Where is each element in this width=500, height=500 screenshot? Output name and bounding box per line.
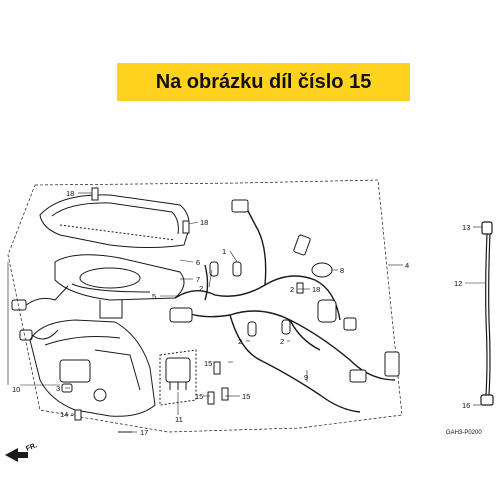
front-direction-label: FR. (25, 442, 38, 453)
assembly-frame (7, 179, 403, 433)
part-label-2-mid: 2 (238, 337, 242, 346)
meter-case (29, 319, 156, 417)
part-label-18-top: 18 (66, 189, 74, 198)
part-label-8: 8 (340, 266, 344, 275)
part-label-2-upper: 2 (290, 285, 294, 294)
part-label-17: 17 (140, 428, 148, 437)
part-label-2-left: 2 (199, 284, 203, 293)
part-label-16: 16 (462, 401, 470, 410)
bulb-socket-assembly (11, 285, 69, 341)
part-label-13: 13 (462, 223, 470, 232)
speedometer-cable (480, 221, 494, 406)
meter-panel (54, 254, 185, 319)
part-label-7: 7 (196, 275, 200, 284)
diagram-code: GAH3-P0200 (446, 430, 482, 436)
part-label-11: 11 (175, 415, 183, 424)
part-label-4: 4 (405, 261, 409, 270)
part-label-9: 9 (304, 373, 308, 382)
part-number-banner: Na obrázku díl číslo 15 (117, 63, 410, 101)
part-label-10: 10 (12, 385, 20, 394)
part-label-3: 3 (56, 384, 60, 393)
part-label-12: 12 (454, 279, 462, 288)
part-label-14: 14 (60, 410, 68, 419)
relay (159, 349, 197, 406)
part-label-15-left: 15 (195, 392, 203, 401)
part-label-18-right: 18 (312, 285, 320, 294)
part-label-18-visor: 18 (200, 218, 208, 227)
harness-bulbs (209, 261, 291, 337)
meter-visor (39, 194, 190, 248)
screws (61, 187, 304, 433)
part-label-2-right: 2 (280, 337, 284, 346)
part-label-15-right: 15 (242, 392, 250, 401)
wire-harness (174, 204, 396, 413)
front-direction-arrow (5, 448, 28, 462)
leader-lines (7, 192, 485, 433)
part-label-15-upper: 15 (204, 359, 212, 368)
part-label-1: 1 (222, 247, 226, 256)
part-label-6: 6 (196, 258, 200, 267)
part-label-5: 5 (152, 292, 156, 301)
harness-connectors (169, 199, 400, 383)
